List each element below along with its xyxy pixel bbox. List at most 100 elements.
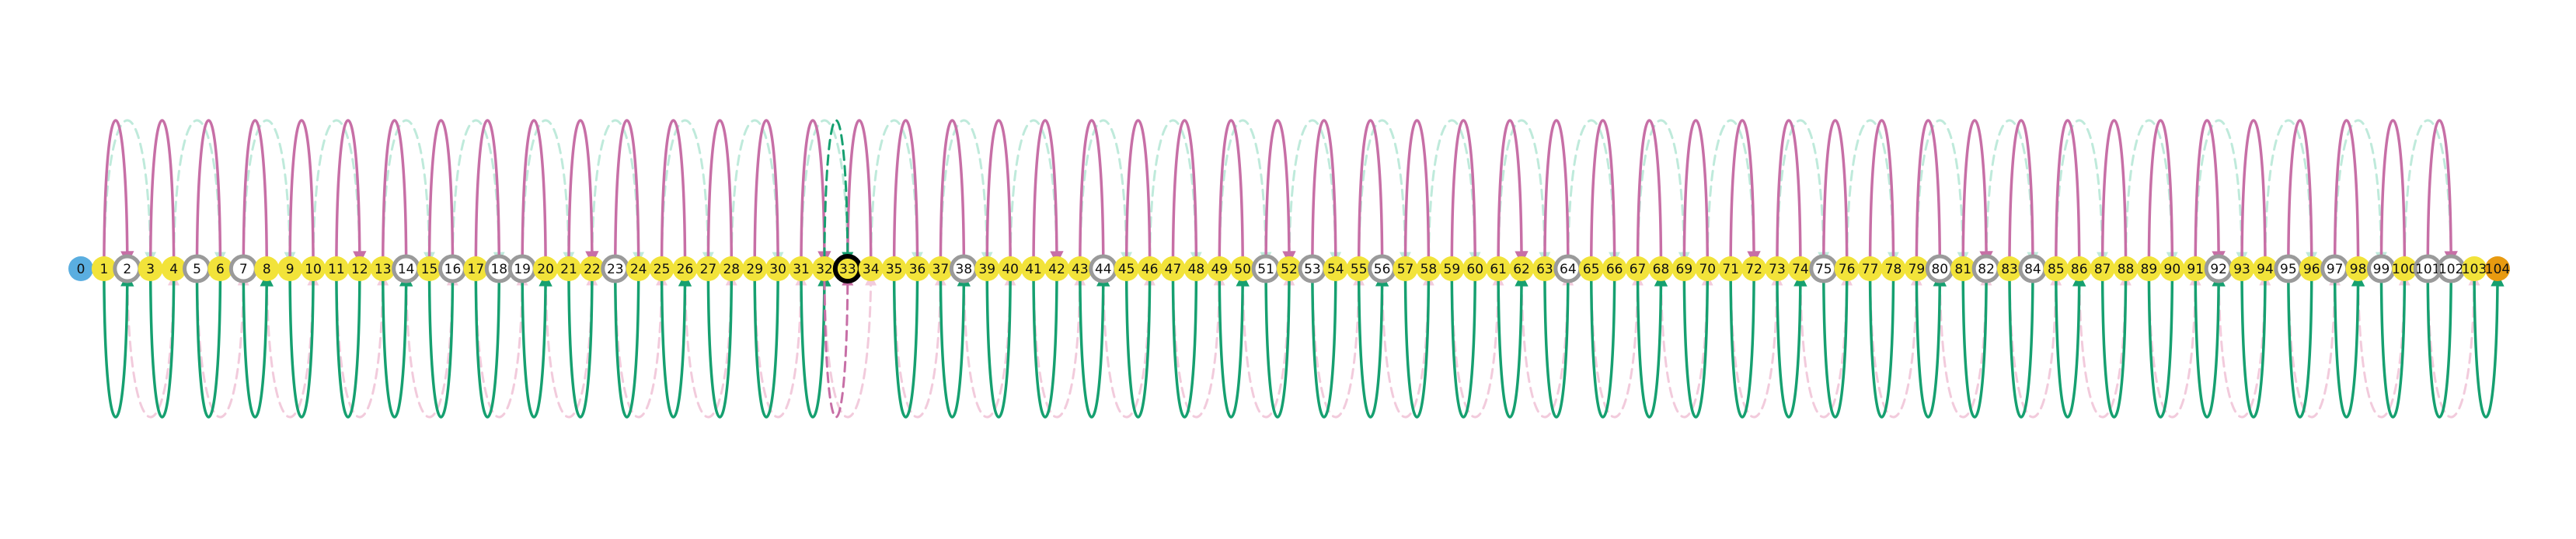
node-label: 82 — [1978, 262, 1995, 277]
bottom-arc-50-52 — [1241, 273, 1295, 419]
node-label: 53 — [1304, 262, 1321, 277]
node-label: 12 — [351, 262, 368, 277]
bottom-arc-47-48 — [1171, 278, 1198, 419]
node-circle — [998, 256, 1023, 281]
node-88: 88 — [2113, 256, 2139, 281]
bottom-arc-44-46 — [1102, 273, 1156, 419]
bottom-arc-31-32 — [800, 273, 831, 419]
node-circle — [1207, 256, 1232, 281]
top-arc-69-70 — [1682, 119, 1710, 259]
top-arc-45-46 — [1124, 119, 1152, 259]
bottom-arc-3-4 — [148, 278, 176, 419]
top-arc-15-16 — [427, 119, 455, 259]
top-arc-5-6 — [195, 119, 222, 259]
node-circle — [2392, 256, 2417, 281]
node-100: 100 — [2392, 256, 2417, 281]
top-arc-85-86 — [2055, 119, 2081, 259]
node-label: 21 — [560, 262, 577, 277]
top-arc-7-8 — [242, 119, 268, 259]
node-label: 88 — [2118, 262, 2135, 277]
top-arc-75-76 — [1822, 119, 1849, 259]
node-label: 50 — [1234, 262, 1251, 277]
bottom-arc-29-30 — [753, 278, 779, 419]
bottom-arc-75-76 — [1822, 278, 1849, 419]
node-label: 92 — [2210, 262, 2227, 277]
node-label: 44 — [1095, 262, 1112, 277]
node-label: 80 — [1931, 262, 1948, 277]
node-label: 94 — [2257, 262, 2274, 277]
node-53: 53 — [1298, 254, 1327, 283]
node-18: 18 — [484, 254, 514, 283]
top-arc-11-12 — [335, 119, 367, 265]
node-circle — [254, 256, 280, 281]
bottom-arc-35-36 — [892, 278, 919, 419]
node-label: 97 — [2327, 262, 2344, 277]
node-70: 70 — [1695, 256, 1720, 281]
top-arc-34-36 — [870, 119, 923, 264]
node-27: 27 — [695, 256, 721, 281]
top-arc-70-72 — [1706, 119, 1760, 264]
top-arc-39-40 — [985, 119, 1012, 259]
node-label: 35 — [886, 262, 903, 277]
node-label: 14 — [398, 262, 415, 277]
bottom-arc-20-22 — [544, 273, 598, 419]
node-5: 5 — [183, 254, 212, 283]
node-92: 92 — [2204, 254, 2233, 283]
node-label: 23 — [607, 262, 624, 277]
node-circle — [138, 256, 163, 281]
bottom-arc-73-74 — [1776, 273, 1807, 419]
bottom-arc-65-66 — [1590, 278, 1616, 419]
node-label: 13 — [375, 262, 392, 277]
node-circle — [2136, 256, 2162, 281]
node-51: 51 — [1251, 254, 1281, 283]
node-label: 0 — [77, 262, 85, 277]
bottom-arc-21-22 — [567, 278, 594, 419]
node-circle — [695, 256, 721, 281]
top-arc-67-69 — [1637, 119, 1690, 264]
bottom-arc-71-72 — [1729, 278, 1755, 419]
node-label: 62 — [1513, 262, 1530, 277]
node-label: 41 — [1025, 262, 1042, 277]
node-96: 96 — [2299, 256, 2324, 281]
node-91: 91 — [2183, 256, 2208, 281]
bottom-arc-95-97 — [2287, 273, 2341, 419]
bottom-arc-95-96 — [2287, 278, 2313, 419]
node-label: 20 — [537, 262, 554, 277]
bottom-arc-63-64 — [1543, 278, 1570, 419]
node-label: 71 — [1722, 262, 1739, 277]
node-9: 9 — [277, 256, 303, 281]
node-circle — [347, 256, 372, 281]
node-80: 80 — [1925, 254, 1954, 283]
node-72: 72 — [1741, 256, 1767, 281]
bottom-arc-62-64 — [1520, 273, 1574, 419]
bottom-arc-101-102 — [2426, 278, 2452, 419]
node-86: 86 — [2066, 256, 2092, 281]
node-1: 1 — [91, 256, 117, 281]
node-label: 78 — [1885, 262, 1902, 277]
top-arc-25-26 — [660, 119, 687, 259]
node-circle — [1439, 256, 1465, 281]
node-65: 65 — [1578, 256, 1604, 281]
top-arc-1-2 — [103, 119, 134, 265]
node-circle — [1346, 256, 1372, 281]
node-26: 26 — [672, 256, 698, 281]
node-48: 48 — [1183, 256, 1209, 281]
bottom-arc-32-34 — [823, 273, 877, 419]
node-circle — [417, 256, 442, 281]
bottom-arc-74-76 — [1799, 273, 1853, 419]
node-76: 76 — [1834, 256, 1860, 281]
node-circle — [1044, 256, 1069, 281]
top-arc-97-98 — [2333, 119, 2360, 259]
bottom-arc-11-12 — [335, 278, 361, 419]
bottom-arc-92-94 — [2217, 273, 2271, 419]
top-arc-64-66 — [1567, 119, 1621, 264]
node-circle — [1323, 256, 1348, 281]
node-45: 45 — [1114, 256, 1139, 281]
top-arc-79-81 — [1915, 119, 1969, 264]
node-label: 52 — [1281, 262, 1298, 277]
node-37: 37 — [928, 256, 953, 281]
node-label: 32 — [816, 262, 833, 277]
node-14: 14 — [392, 254, 421, 283]
bottom-arc-89-90 — [2147, 278, 2174, 419]
